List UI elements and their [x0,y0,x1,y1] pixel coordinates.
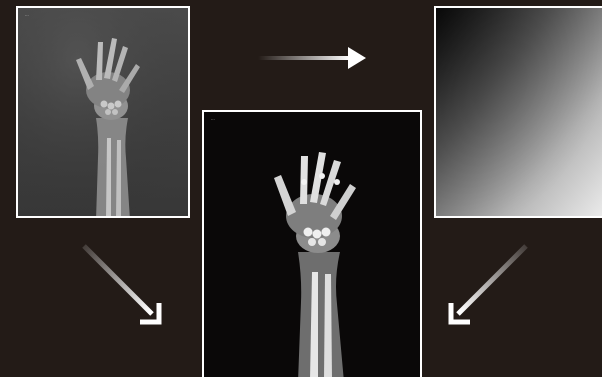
arrow-input-to-field-shaft [258,56,350,60]
illumination-field-panel [434,6,602,218]
arrow-input-to-output [84,246,159,322]
input-hand-xray-image [18,8,188,216]
illumination-gradient-image [436,8,602,218]
arrow-input-to-output-shaft [84,246,152,314]
corrected-xray-panel: ... [202,110,422,377]
arrow-input-to-field-head [348,47,366,69]
arrow-input-to-field [258,47,366,69]
arrow-field-to-output-shaft [458,246,526,314]
corrected-hand-xray-image [204,112,420,377]
arrow-field-to-output [451,246,526,322]
input-xray-tag: ... [25,13,29,17]
corrected-xray-tag: ... [211,117,215,121]
input-xray-panel: ... [16,6,190,218]
